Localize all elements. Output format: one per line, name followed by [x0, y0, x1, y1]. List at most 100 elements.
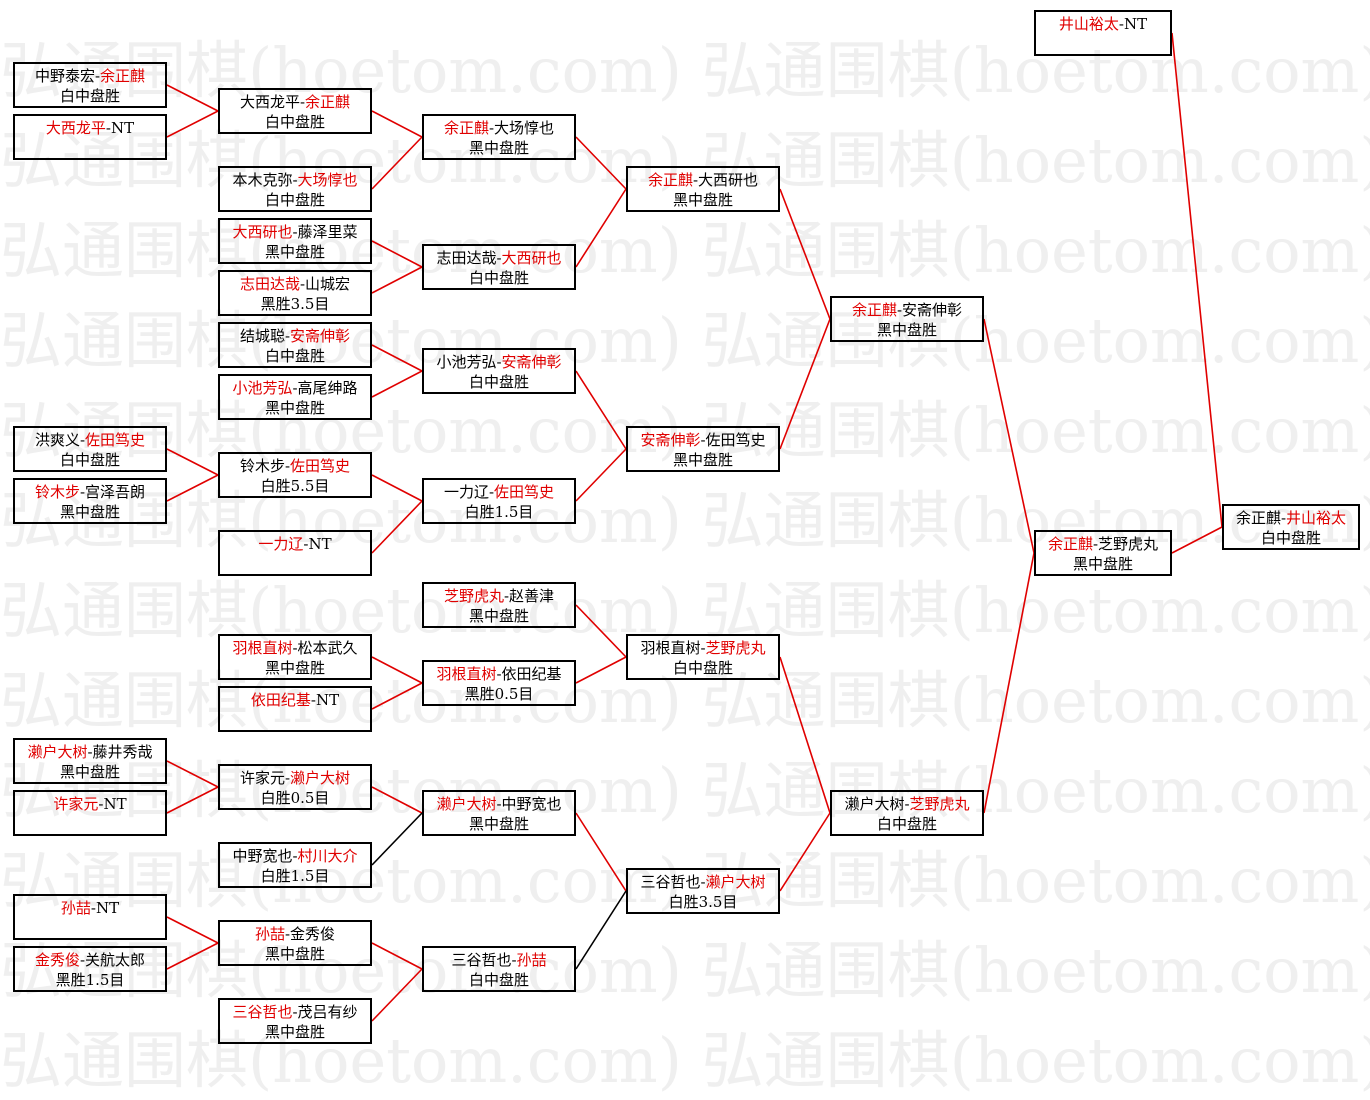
player-name: 小池芳弘 — [232, 379, 293, 397]
match-box-r1-2[interactable]: 大西龙平-NT — [13, 114, 167, 160]
match-box-r4-1[interactable]: 余正麒-大西研也黑中盘胜 — [626, 166, 780, 212]
match-result: 黑中盘胜 — [468, 815, 529, 833]
match-box-final[interactable]: 余正麒-井山裕太白中盘胜 — [1222, 504, 1360, 550]
match-box-r5-1[interactable]: 余正麒-安斋伸彰黑中盘胜 — [830, 296, 984, 342]
match-box-r2-3[interactable]: 大西研也-藤泽里菜黑中盘胜 — [218, 218, 372, 264]
connector-r1-5-to-r2-11 — [166, 760, 219, 788]
connector-r1-7-to-r2-13 — [166, 916, 219, 944]
player-name: 余正麒 — [647, 171, 693, 189]
match-box-r6-1[interactable]: 余正麒-芝野虎丸黑中盘胜 — [1034, 530, 1172, 576]
match-players: 许家元-NT — [15, 794, 165, 814]
match-box-r3-5[interactable]: 芝野虎丸-赵善津黑中盘胜 — [422, 582, 576, 628]
match-result: 白胜5.5目 — [260, 477, 330, 495]
player-name: 大西龙平 — [239, 93, 300, 111]
match-box-r4-2[interactable]: 安斋伸彰-佐田笃史黑中盘胜 — [626, 426, 780, 472]
match-box-r2-5[interactable]: 结城聪-安斋伸彰白中盘胜 — [218, 322, 372, 368]
match-players: 大西龙平-NT — [15, 118, 165, 138]
match-box-r3-1[interactable]: 余正麒-大场惇也黑中盘胜 — [422, 114, 576, 160]
player-name: 濑户大树 — [290, 769, 351, 787]
match-box-r2-14[interactable]: 三谷哲也-茂吕有纱黑中盘胜 — [218, 998, 372, 1044]
match-box-r2-6[interactable]: 小池芳弘-高尾绅路黑中盘胜 — [218, 374, 372, 420]
connector-r3-4-to-r4-2 — [575, 448, 627, 502]
match-box-r1-6[interactable]: 许家元-NT — [13, 790, 167, 836]
match-box-r2-9[interactable]: 羽根直树-松本武久黑中盘胜 — [218, 634, 372, 680]
separator: - — [94, 67, 101, 85]
match-players: 许家元-濑户大树 — [220, 768, 370, 788]
player-name: 洪爽义 — [34, 431, 80, 449]
player-name: 井山裕太 — [1058, 15, 1119, 33]
match-players: 铃木步-宫泽吾朗 — [15, 482, 165, 502]
match-box-r2-10[interactable]: 依田纪基-NT — [218, 686, 372, 732]
player-name: 大西研也 — [232, 223, 293, 241]
match-box-r2-1[interactable]: 大西龙平-余正麒白中盘胜 — [218, 88, 372, 134]
match-box-seed[interactable]: 井山裕太-NT — [1034, 10, 1172, 56]
match-box-r3-6[interactable]: 羽根直树-依田纪基黑胜0.5目 — [422, 660, 576, 706]
match-box-r3-3[interactable]: 小池芳弘-安斋伸彰白中盘胜 — [422, 348, 576, 394]
connector-r1-3-to-r2-7 — [166, 448, 219, 476]
connector-r2-12-to-r3-7 — [371, 812, 423, 866]
player-name: 关航太郎 — [85, 951, 146, 969]
player-name: 大西龙平 — [45, 119, 106, 137]
match-result: 黑中盘胜 — [264, 243, 325, 261]
match-players: 小池芳弘-安斋伸彰 — [424, 352, 574, 372]
player-name: NT — [315, 691, 340, 709]
match-box-r3-2[interactable]: 志田达哉-大西研也白中盘胜 — [422, 244, 576, 290]
connector-r2-11-to-r3-7 — [371, 786, 423, 814]
match-result: 黑胜1.5目 — [55, 971, 125, 989]
match-box-r1-5[interactable]: 濑户大树-藤井秀哉黑中盘胜 — [13, 738, 167, 784]
match-players: 结城聪-安斋伸彰 — [220, 326, 370, 346]
match-players: 孙喆-NT — [15, 898, 165, 918]
match-box-r2-8[interactable]: 一力辽-NT — [218, 530, 372, 576]
separator: - — [503, 587, 510, 605]
match-box-r1-3[interactable]: 洪爽义-佐田笃史白中盘胜 — [13, 426, 167, 472]
separator: - — [79, 431, 86, 449]
separator: - — [292, 639, 298, 657]
connector-r2-2-to-r3-1 — [371, 136, 423, 190]
match-box-r1-4[interactable]: 铃木步-宫泽吾朗黑中盘胜 — [13, 478, 167, 524]
match-players: 大西龙平-余正麒 — [220, 92, 370, 112]
player-name: 佐田笃史 — [494, 483, 555, 501]
match-players: 井山裕太-NT — [1036, 14, 1170, 34]
connector-r2-5-to-r3-3 — [371, 344, 423, 372]
match-players: 中野宽也-村川大介 — [220, 846, 370, 866]
connector-r3-8-to-r4-4 — [575, 890, 627, 970]
connector-r3-5-to-r4-3 — [575, 604, 627, 658]
connector-r2-10-to-r3-6 — [371, 682, 423, 710]
match-box-r2-13[interactable]: 孙喆-金秀俊黑中盘胜 — [218, 920, 372, 966]
match-players: 孙喆-金秀俊 — [220, 924, 370, 944]
match-players: 羽根直树-芝野虎丸 — [628, 638, 778, 658]
match-box-r2-2[interactable]: 本木克弥-大场惇也白中盘胜 — [218, 166, 372, 212]
match-box-r1-7[interactable]: 孙喆-NT — [13, 894, 167, 940]
connector-r4-2-to-r5-1 — [779, 318, 831, 450]
match-players: 小池芳弘-高尾绅路 — [220, 378, 370, 398]
match-box-r3-7[interactable]: 濑户大树-中野宽也黑中盘胜 — [422, 790, 576, 836]
separator: - — [496, 795, 502, 813]
player-name: 三谷哲也 — [640, 873, 701, 891]
player-name: 大西研也 — [698, 171, 759, 189]
match-box-r5-2[interactable]: 濑户大树-芝野虎丸白中盘胜 — [830, 790, 984, 836]
player-name: 松本武久 — [297, 639, 358, 657]
separator: - — [79, 951, 86, 969]
match-box-r1-8[interactable]: 金秀俊-关航太郎黑胜1.5目 — [13, 946, 167, 992]
match-box-r3-8[interactable]: 三谷哲也-孙喆白中盘胜 — [422, 946, 576, 992]
match-box-r1-1[interactable]: 中野泰宏-余正麒白中盘胜 — [13, 62, 167, 108]
player-name: 藤泽里菜 — [297, 223, 358, 241]
player-name: 佐田笃史 — [290, 457, 351, 475]
match-players: 三谷哲也-茂吕有纱 — [220, 1002, 370, 1022]
connector-r2-13-to-r3-8 — [371, 942, 423, 970]
match-box-r2-7[interactable]: 铃木步-佐田笃史白胜5.5目 — [218, 452, 372, 498]
match-box-r3-4[interactable]: 一力辽-佐田笃史白胜1.5目 — [422, 478, 576, 524]
match-box-r2-11[interactable]: 许家元-濑户大树白胜0.5目 — [218, 764, 372, 810]
player-name: 依田纪基 — [250, 691, 311, 709]
player-name: NT — [110, 119, 135, 137]
separator: - — [1118, 15, 1124, 33]
match-box-r4-3[interactable]: 羽根直树-芝野虎丸白中盘胜 — [626, 634, 780, 680]
player-name: 羽根直树 — [640, 639, 701, 657]
match-box-r4-4[interactable]: 三谷哲也-濑户大树白胜3.5目 — [626, 868, 780, 914]
match-result: 白中盘胜 — [264, 191, 325, 209]
match-players: 余正麒-大西研也 — [628, 170, 778, 190]
match-box-r2-4[interactable]: 志田达哉-山城宏黑胜3.5目 — [218, 270, 372, 316]
match-box-r2-12[interactable]: 中野宽也-村川大介白胜1.5目 — [218, 842, 372, 888]
player-name: 濑户大树 — [705, 873, 766, 891]
match-players: 濑户大树-芝野虎丸 — [832, 794, 982, 814]
